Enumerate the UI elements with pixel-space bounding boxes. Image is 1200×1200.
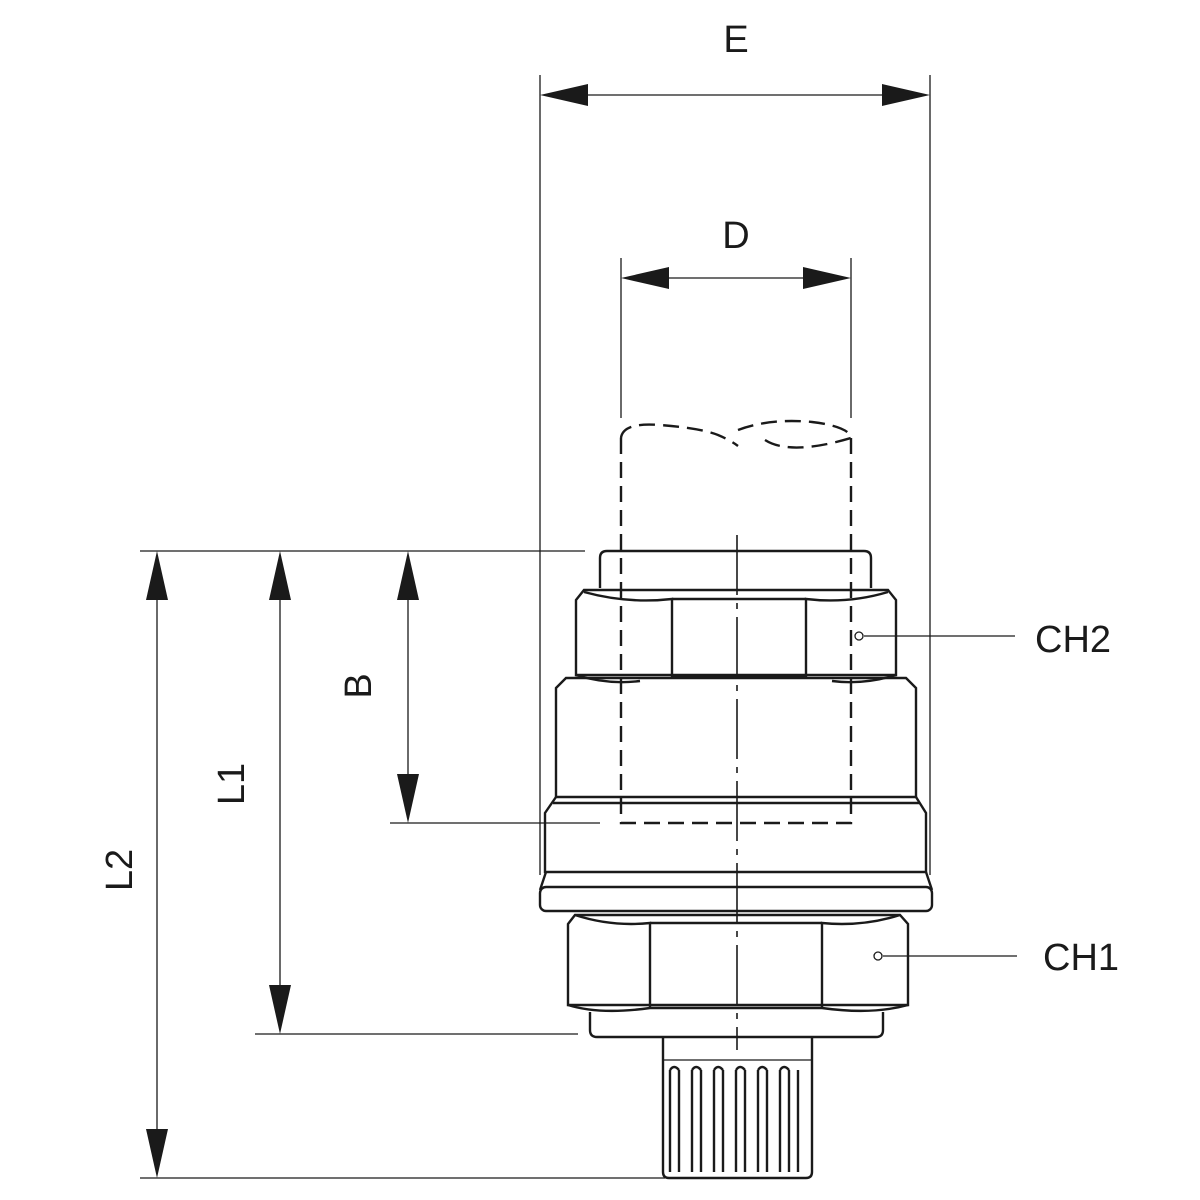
hidden-tube	[619, 419, 853, 825]
arrow-down	[146, 1129, 168, 1178]
arrow-down	[397, 774, 419, 823]
arrow-up	[397, 551, 419, 600]
lower-hex-ch1	[566, 913, 910, 1013]
arrow-right	[882, 84, 930, 106]
arrow-up	[269, 551, 291, 600]
dimension-b: B	[338, 551, 419, 823]
dimension-d: D	[620, 215, 852, 418]
dimension-label-e: E	[723, 19, 748, 61]
callout-label-ch1: CH1	[1043, 937, 1119, 979]
vertical-dimensions: B L1 L2	[99, 550, 665, 1179]
dimension-label-b: B	[338, 673, 380, 698]
arrow-down	[269, 985, 291, 1034]
upper-hex-ch2	[574, 588, 898, 684]
dimension-label-l1: L1	[211, 763, 253, 805]
dimension-label-l2: L2	[99, 849, 141, 891]
arrow-left	[540, 84, 588, 106]
dimension-l1: L1	[211, 551, 291, 1034]
arrow-up	[146, 551, 168, 600]
dimension-e: E	[539, 19, 931, 875]
main-body	[543, 676, 928, 874]
arrow-left	[621, 267, 669, 289]
dimension-label-d: D	[722, 215, 749, 257]
callout-label-ch2: CH2	[1035, 619, 1111, 661]
knurled-stem	[661, 1037, 814, 1180]
arrow-right	[803, 267, 851, 289]
top-collar	[598, 549, 873, 588]
callout-ch2: CH2	[854, 619, 1111, 661]
callout-ch1: CH1	[873, 937, 1119, 979]
fitting-body	[538, 549, 934, 1180]
dimension-l2: L2	[99, 551, 168, 1178]
collar-ring	[538, 871, 934, 913]
